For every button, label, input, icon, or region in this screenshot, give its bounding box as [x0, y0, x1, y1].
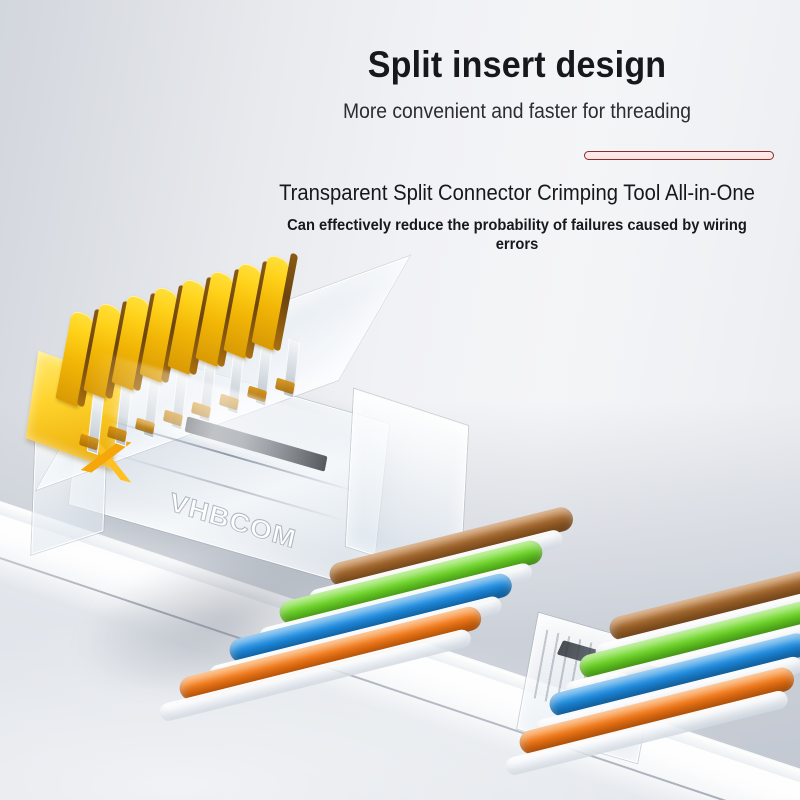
- benefit-text: Can effectively reduce the probability o…: [287, 217, 747, 254]
- headline: Split insert design: [367, 44, 667, 85]
- subheadline: More convenient and faster for threading: [343, 100, 691, 124]
- divider-pill: [584, 150, 774, 160]
- divider-row: [250, 150, 774, 160]
- marketing-copy-block: Split insert design More convenient and …: [250, 44, 784, 254]
- cable-bundle: [157, 504, 800, 800]
- product-title: Transparent Split Connector Crimping Too…: [279, 179, 755, 205]
